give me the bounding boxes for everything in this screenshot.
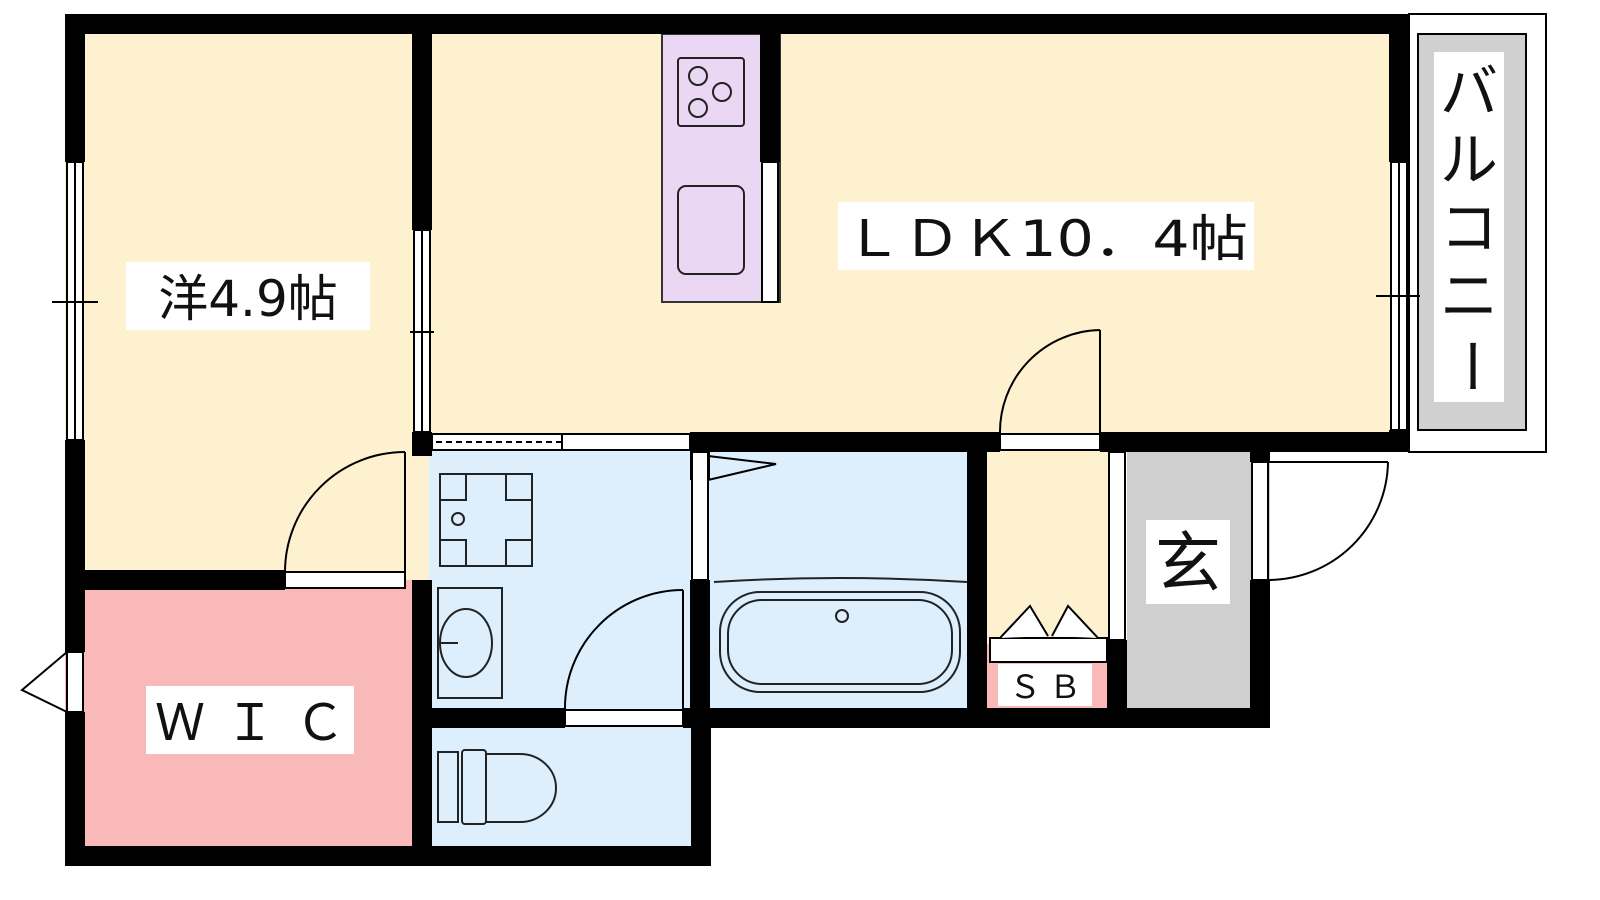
- sliding-door: [431, 433, 691, 451]
- ldk-label-bg: [838, 202, 1254, 270]
- door-swing-icon: [20, 329, 1389, 727]
- sink-icon: [677, 185, 745, 275]
- western-room-label: 洋4.9帖: [158, 270, 338, 328]
- bathroom-floor: [697, 444, 987, 722]
- wic-label-bg: [146, 686, 354, 754]
- stove-icon: [677, 57, 745, 127]
- walls: [65, 14, 1409, 866]
- balcony-char: ー: [1437, 337, 1505, 395]
- balcony-label-bg: [1434, 52, 1504, 402]
- balcony-char: バ: [1440, 58, 1498, 126]
- shoe-box-label-bg: [998, 664, 1092, 706]
- balcony-char: コ: [1440, 194, 1498, 262]
- shoe-box-doors: [989, 604, 1108, 663]
- washer-icon: [439, 473, 533, 567]
- window-left: [52, 161, 98, 441]
- window-kitchen: [761, 161, 779, 303]
- entrance-label-bg: [1146, 520, 1230, 604]
- entrance-label: 玄: [1155, 525, 1221, 602]
- window-interior: [410, 229, 434, 433]
- wic-label: ＷＩＣ: [155, 694, 345, 752]
- balcony-char: ニ: [1440, 262, 1498, 330]
- window-balcony: [1376, 161, 1420, 431]
- balcony-label: バ ル コ ニ ー: [1437, 58, 1505, 395]
- bathtub-icon: [713, 577, 968, 693]
- hall-floor: [987, 444, 1117, 644]
- toilet-floor: [429, 722, 711, 866]
- ldk-label: ＬＤＫ10．4帖: [844, 210, 1248, 268]
- toilet-icon: [437, 749, 557, 825]
- balcony-char: ル: [1440, 126, 1498, 194]
- washbasin-icon: [437, 587, 503, 699]
- washroom-floor: [429, 444, 697, 722]
- western-label-bg: [126, 262, 370, 330]
